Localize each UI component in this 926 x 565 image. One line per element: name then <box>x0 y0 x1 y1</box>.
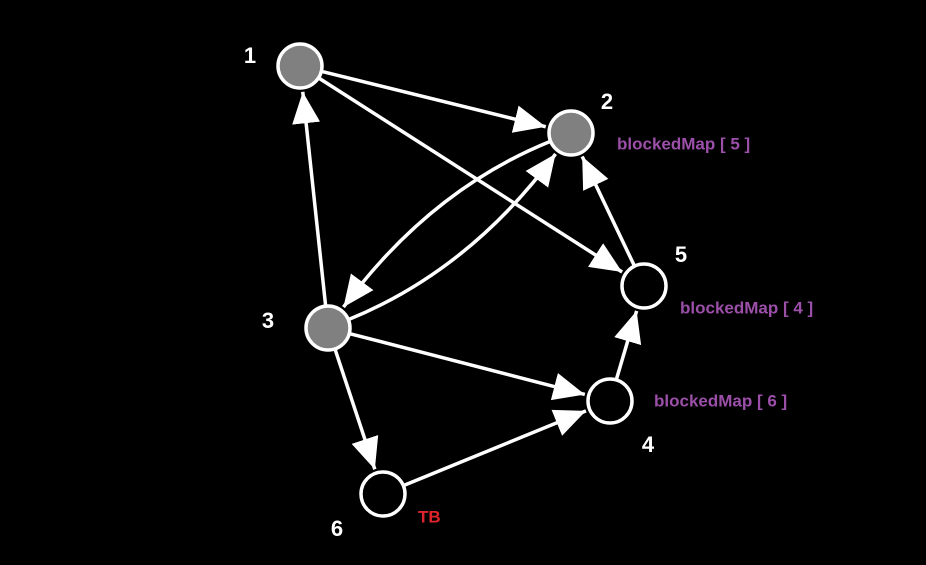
edge-3-to-4 <box>348 331 586 401</box>
node-5 <box>620 262 668 310</box>
edge-3-to-6 <box>333 348 379 470</box>
edge-4-to-5 <box>614 310 642 381</box>
node-label-2: 2 <box>601 89 613 114</box>
nodes-layer <box>276 42 668 518</box>
edge-3-to-1 <box>292 91 328 307</box>
node-label-3: 3 <box>262 308 274 333</box>
edges-layer <box>292 69 642 488</box>
tb-label-node-6: TB <box>418 507 441 526</box>
edge-5-to-2 <box>580 155 637 267</box>
node-label-4: 4 <box>642 432 655 457</box>
edge-1-to-5 <box>317 76 624 274</box>
node-4 <box>586 377 634 425</box>
node-label-1: 1 <box>244 43 256 68</box>
blocked-map-label-node-4: blockedMap [ 6 ] <box>654 391 787 410</box>
node-3 <box>304 304 352 352</box>
blocked-map-label-node-5: blockedMap [ 4 ] <box>680 298 813 317</box>
node-6 <box>359 470 407 518</box>
node-label-5: 5 <box>675 242 687 267</box>
node-label-6: 6 <box>331 516 343 541</box>
blocked-map-label-node-2: blockedMap [ 5 ] <box>617 134 750 153</box>
edge-2-to-3 <box>342 139 552 309</box>
labels-layer: 1 2 3 4 5 6 blockedMap [ 5 ] blockedMap [ 4 ] bl… <box>244 43 813 541</box>
edge-6-to-4 <box>402 409 587 488</box>
edge-3-to-2 <box>347 152 557 322</box>
edge-1-to-2 <box>320 69 547 133</box>
node-1 <box>276 42 324 90</box>
node-2 <box>547 109 595 157</box>
